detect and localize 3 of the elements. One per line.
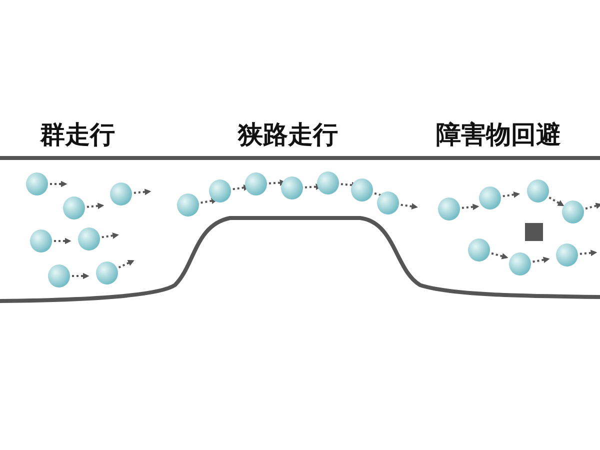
section-heading: 障害物回避 [436,122,561,147]
section-heading: 群走行 [40,122,115,147]
section-heading: 狭路走行 [238,122,338,147]
